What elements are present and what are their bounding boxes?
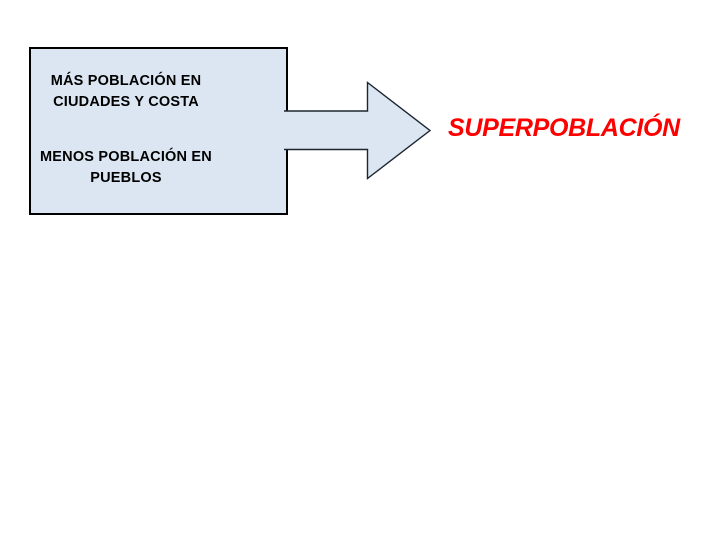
cause-line: CIUDADES Y COSTA	[53, 93, 199, 110]
population-cause-box: MÁS POBLACIÓN EN CIUDADES Y COSTA MENOS …	[29, 47, 288, 215]
right-arrow-icon	[284, 81, 432, 180]
cause-line: MENOS POBLACIÓN EN	[40, 149, 212, 165]
cause-paragraph-villages: MENOS POBLACIÓN EN PUEBLOS	[31, 147, 221, 188]
result-label: SUPERPOBLACIÓN	[448, 114, 680, 142]
cause-line: PUEBLOS	[90, 169, 162, 186]
cause-paragraph-cities: MÁS POBLACIÓN EN CIUDADES Y COSTA	[31, 71, 221, 112]
right-arrow-shape	[284, 81, 432, 180]
cause-line: MÁS POBLACIÓN EN	[50, 73, 202, 89]
